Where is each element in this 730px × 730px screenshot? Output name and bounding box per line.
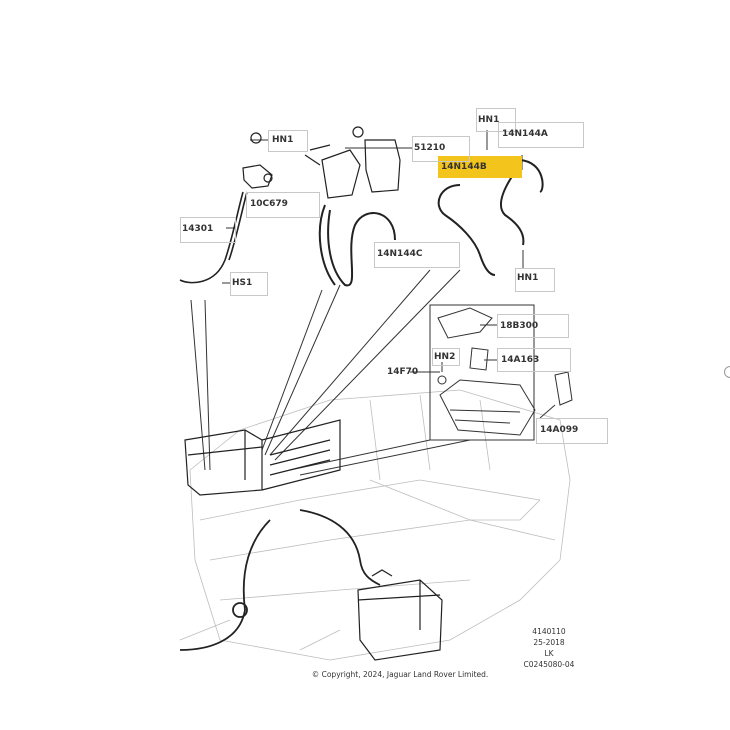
callout-box-hn2 xyxy=(432,348,460,366)
connector-10c679 xyxy=(242,132,273,189)
meta-line-2: 25-2018 xyxy=(533,638,565,647)
meta-line-4: C0245080-04 xyxy=(523,660,575,669)
meta-line-1: 4140110 xyxy=(532,627,566,636)
junction-box-inset xyxy=(429,304,573,441)
callout-14n144c: 14N144C xyxy=(377,249,423,259)
copyright-text: © Copyright, 2024, Jaguar Land Rover Lim… xyxy=(311,670,489,679)
callout-14f70: 14F70 xyxy=(387,367,419,377)
battery-main xyxy=(184,419,341,496)
cable-14301 xyxy=(179,191,248,284)
callout-18b300: 18B300 xyxy=(500,321,539,331)
leader-lines xyxy=(190,130,556,476)
next-image-button[interactable] xyxy=(724,366,730,378)
callout-14n144b: 14N144B xyxy=(441,162,487,172)
callout-box-14n144a xyxy=(498,122,584,148)
fuse-box-51210 xyxy=(304,126,401,199)
callout-hs1: HS1 xyxy=(232,278,253,288)
callout-box-14a163 xyxy=(497,348,571,372)
callout-box-hn1-right xyxy=(515,268,555,292)
meta-line-3: LK xyxy=(544,649,554,658)
callout-51210: 51210 xyxy=(414,143,446,153)
callout-box-hn1-left xyxy=(268,130,308,152)
callout-14a099: 14A099 xyxy=(540,425,579,435)
callout-box-hs1 xyxy=(230,272,268,296)
callout-box-51210 xyxy=(412,136,470,162)
cable-14n144c xyxy=(318,204,396,287)
callout-hn1-right: HN1 xyxy=(517,273,539,283)
callout-10c679: 10C679 xyxy=(250,199,288,209)
callout-box-14301 xyxy=(180,217,236,243)
floor-cable-run xyxy=(179,509,381,651)
callout-box-14n144c xyxy=(374,242,460,268)
callout-hn2: HN2 xyxy=(434,352,456,362)
callout-14n144a: 14N144A xyxy=(502,129,548,139)
callout-hn1-left: HN1 xyxy=(272,135,294,145)
callout-hn1-top: HN1 xyxy=(478,115,500,125)
cable-14n144b xyxy=(437,184,496,276)
battery-aux xyxy=(357,569,443,661)
vehicle-floor-outline xyxy=(179,389,571,661)
callout-box-10c679 xyxy=(246,192,320,218)
callout-14301: 14301 xyxy=(182,224,214,234)
callout-box-14a099 xyxy=(536,418,608,444)
callout-box-hn1-top xyxy=(476,108,516,132)
callout-box-18b300 xyxy=(497,314,569,338)
callout-14a163: 14A163 xyxy=(501,355,540,365)
